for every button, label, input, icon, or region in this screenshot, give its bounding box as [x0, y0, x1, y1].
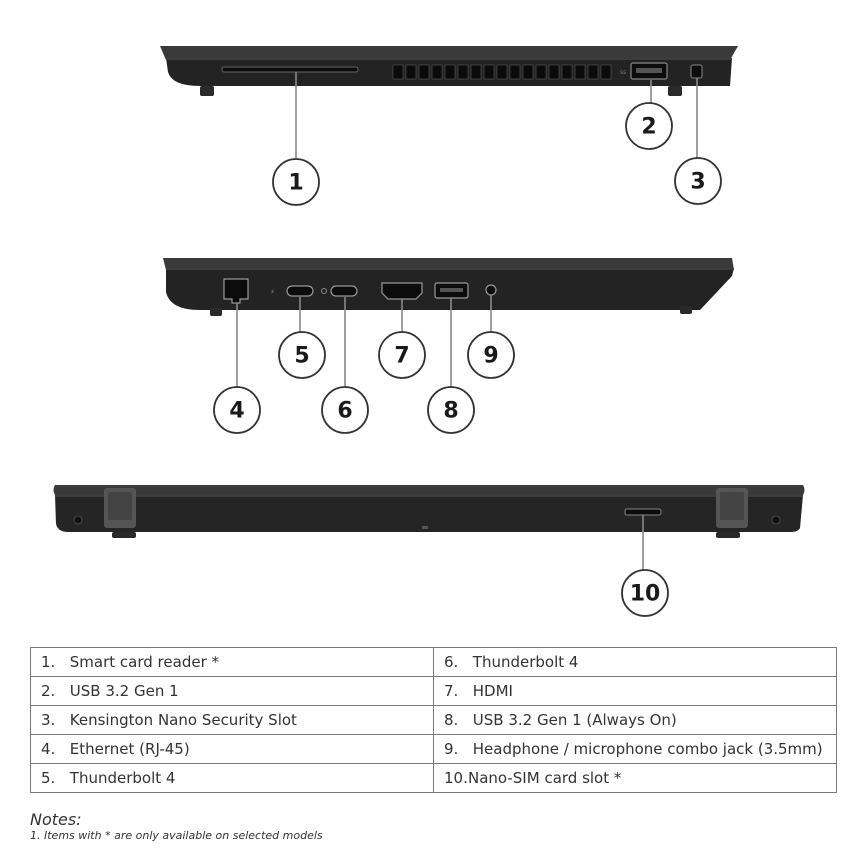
ethernet-port-icon — [223, 278, 249, 304]
thunderbolt-port-2-icon — [330, 285, 358, 297]
table-row: 3. Kensington Nano Security Slot 8. USB … — [30, 705, 837, 735]
legend-cell: 5. Thunderbolt 4 — [30, 763, 434, 793]
legend-cell: 6. Thunderbolt 4 — [433, 647, 837, 677]
laptop-right-side-view: ss — [160, 46, 738, 96]
hdmi-port-icon — [381, 282, 423, 300]
callout-6-label: 6 — [337, 399, 352, 424]
table-row: 5. Thunderbolt 4 10.Nano-SIM card slot * — [30, 763, 837, 793]
laptop-left-side-view: ⚡ — [163, 258, 734, 316]
leader-lines — [236, 72, 698, 570]
callout-4-label: 4 — [229, 399, 244, 424]
audio-jack-icon — [485, 284, 497, 296]
callout-numbers: 1 2 3 4 5 6 7 8 9 10 — [229, 115, 705, 607]
svg-text:⚡: ⚡ — [270, 288, 275, 296]
legend-cell: 1. Smart card reader * — [30, 647, 434, 677]
callout-3 — [674, 157, 722, 205]
ports-diagram: ss ⚡ — [53, 46, 805, 617]
legend-cell: 7. HDMI — [433, 676, 837, 706]
callout-7 — [378, 331, 426, 379]
smart-card-slot — [221, 66, 359, 73]
callout-1 — [272, 158, 320, 206]
sim-card-slot-icon — [624, 508, 662, 516]
table-row: 2. USB 3.2 Gen 1 7. HDMI — [30, 676, 837, 706]
air-vents — [392, 64, 612, 80]
table-row: 4. Ethernet (RJ-45) 9. Headphone / micro… — [30, 734, 837, 764]
callout-6 — [321, 386, 369, 434]
thunderbolt-port-1-icon — [286, 285, 314, 297]
callout-1-label: 1 — [288, 171, 303, 196]
callout-5 — [278, 331, 326, 379]
legend-cell: 4. Ethernet (RJ-45) — [30, 734, 434, 764]
legend-cell: 2. USB 3.2 Gen 1 — [30, 676, 434, 706]
callout-2 — [625, 102, 673, 150]
notes-line: 1. Items with * are only available on se… — [30, 829, 323, 842]
callout-circles — [213, 102, 722, 617]
callout-7-label: 7 — [394, 344, 409, 369]
callout-9-label: 9 — [483, 344, 498, 369]
table-row: 1. Smart card reader * 6. Thunderbolt 4 — [30, 647, 837, 677]
callout-10 — [621, 569, 669, 617]
callout-4 — [213, 386, 261, 434]
callout-2-label: 2 — [641, 115, 656, 140]
svg-text:ss: ss — [620, 69, 626, 76]
callout-8-label: 8 — [443, 399, 458, 424]
callout-3-label: 3 — [690, 170, 705, 195]
legend-cell: 3. Kensington Nano Security Slot — [30, 705, 434, 735]
legend-cell: 8. USB 3.2 Gen 1 (Always On) — [433, 705, 837, 735]
callout-9 — [467, 331, 515, 379]
laptop-rear-view — [53, 485, 805, 538]
notes-title: Notes: — [30, 810, 82, 829]
legend-cell: 9. Headphone / microphone combo jack (3.… — [433, 734, 837, 764]
ports-legend-table: 1. Smart card reader * 6. Thunderbolt 4 … — [30, 647, 837, 793]
notes-section: Notes: 1. Items with * are only availabl… — [30, 810, 323, 843]
callout-8 — [427, 386, 475, 434]
callout-10-label: 10 — [630, 582, 661, 607]
callout-5-label: 5 — [294, 344, 309, 369]
security-slot-icon — [690, 64, 703, 79]
legend-cell: 10.Nano-SIM card slot * — [433, 763, 837, 793]
